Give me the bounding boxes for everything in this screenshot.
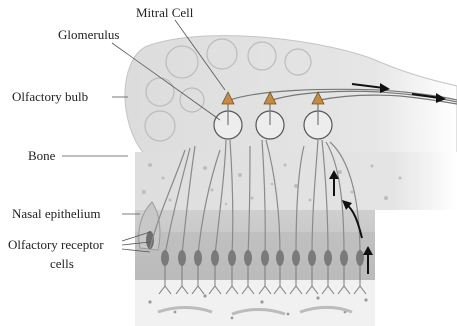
bone-label: Bone bbox=[28, 149, 55, 163]
mitral-cell-label: Mitral Cell bbox=[136, 6, 193, 20]
glomerulus-label: Glomerulus bbox=[58, 28, 119, 42]
glomeruli bbox=[214, 111, 332, 139]
olfactory-receptor-label-line2: cells bbox=[50, 257, 74, 271]
nasal-epithelium-label: Nasal epithelium bbox=[12, 207, 100, 221]
olfactory-bulb bbox=[125, 36, 457, 160]
bone-layer bbox=[135, 152, 457, 210]
nasal-epithelium bbox=[135, 202, 375, 282]
olfactory-receptor-label-line1: Olfactory receptor bbox=[8, 238, 104, 252]
olfactory-bulb-label: Olfactory bulb bbox=[12, 90, 88, 104]
mucus-layer bbox=[135, 280, 375, 326]
